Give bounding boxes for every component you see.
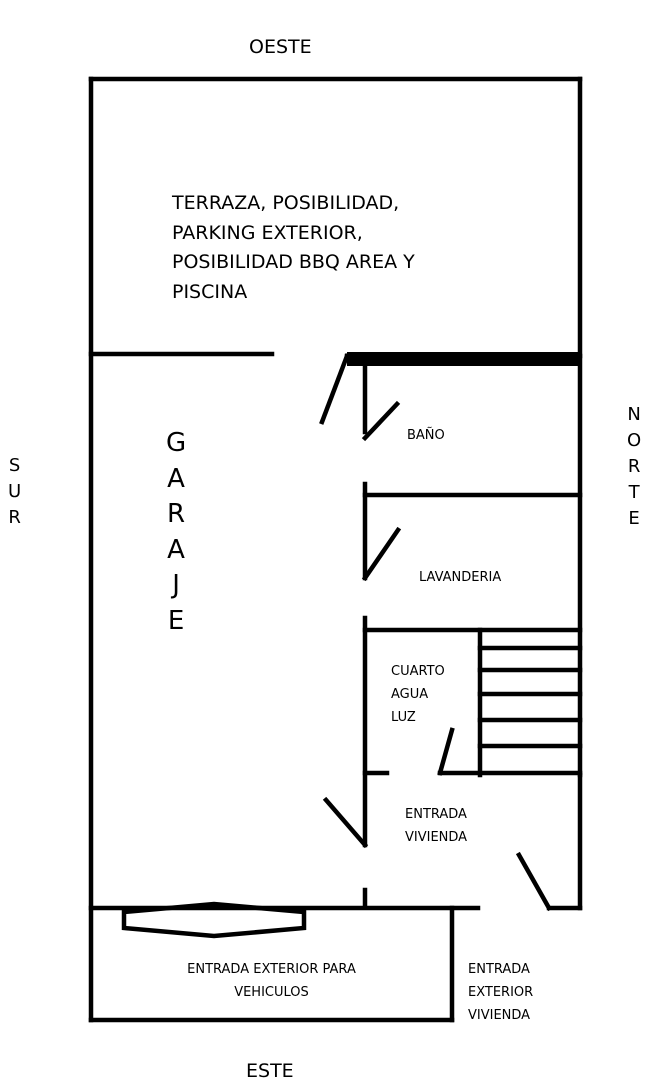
door-entry — [515, 851, 553, 912]
entrada-exterior-vivienda-line: EXTERIOR — [468, 985, 534, 1000]
entrada-exterior-vivienda-label: ENTRADA EXTERIOR VIVIENDA — [468, 958, 533, 1027]
terraza-line: PISCINA — [172, 280, 248, 303]
entrada-vivienda-line: ENTRADA — [405, 807, 467, 822]
compass-south: S U R — [8, 457, 21, 535]
cuarto-label: CUARTO AGUA LUZ — [391, 660, 445, 729]
compass-south-letter: U — [8, 481, 22, 502]
garaje-letter: G — [166, 428, 187, 458]
entrada-vivienda-label: ENTRADA VIVIENDA — [405, 803, 467, 849]
compass-north-letter: T — [628, 482, 640, 503]
garaje-letter: R — [167, 499, 186, 529]
compass-south-letter: R — [8, 507, 21, 528]
garaje-label: G A R A J E — [166, 430, 186, 643]
cuarto-line: CUARTO — [391, 664, 445, 679]
bano-label: BAÑO — [407, 428, 445, 443]
lavanderia-label: LAVANDERIA — [419, 570, 502, 585]
compass-north: N O R T E — [627, 406, 641, 536]
garage-gate — [121, 901, 307, 939]
compass-north-letter: E — [628, 508, 640, 529]
thick-wall — [347, 352, 580, 366]
terraza-label: TERRAZA, POSIBILIDAD, PARKING EXTERIOR, … — [172, 189, 462, 307]
door-lavanderia — [361, 526, 402, 582]
compass-east: ESTE — [246, 1060, 294, 1082]
compass-north-letter: N — [627, 404, 641, 425]
garaje-letter: J — [172, 570, 180, 600]
garaje-letter: A — [167, 534, 185, 565]
terraza-line: PARKING EXTERIOR, — [172, 221, 363, 244]
terraza-line: TERRAZA, POSIBILIDAD, — [172, 192, 400, 214]
entrada-exterior-vivienda-line: VIVIENDA — [468, 1008, 531, 1023]
compass-west: OESTE — [249, 36, 312, 58]
door-bano — [361, 400, 401, 442]
entrada-exterior-vivienda-line: ENTRADA — [468, 962, 530, 977]
garaje-letter: A — [167, 463, 185, 494]
cuarto-line: LUZ — [391, 710, 416, 725]
door-corridor — [322, 796, 369, 849]
compass-south-letter: S — [8, 455, 21, 476]
entrada-vivienda-line: VIVIENDA — [405, 830, 468, 845]
compass-north-letter: R — [627, 456, 641, 477]
door-cuarto — [437, 727, 455, 776]
door-terrace — [319, 353, 350, 425]
compass-north-letter: O — [627, 430, 642, 451]
terraza-line: POSIBILIDAD BBQ AREA Y — [172, 251, 415, 273]
entrada-vehiculos-line: ENTRADA EXTERIOR PARA — [187, 962, 356, 977]
entrada-vehiculos-label: ENTRADA EXTERIOR PARA VEHICULOS — [91, 958, 452, 1004]
entrada-vehiculos-line: VEHICULOS — [234, 985, 309, 1000]
cuarto-line: AGUA — [391, 687, 429, 702]
garaje-letter: E — [167, 605, 185, 636]
